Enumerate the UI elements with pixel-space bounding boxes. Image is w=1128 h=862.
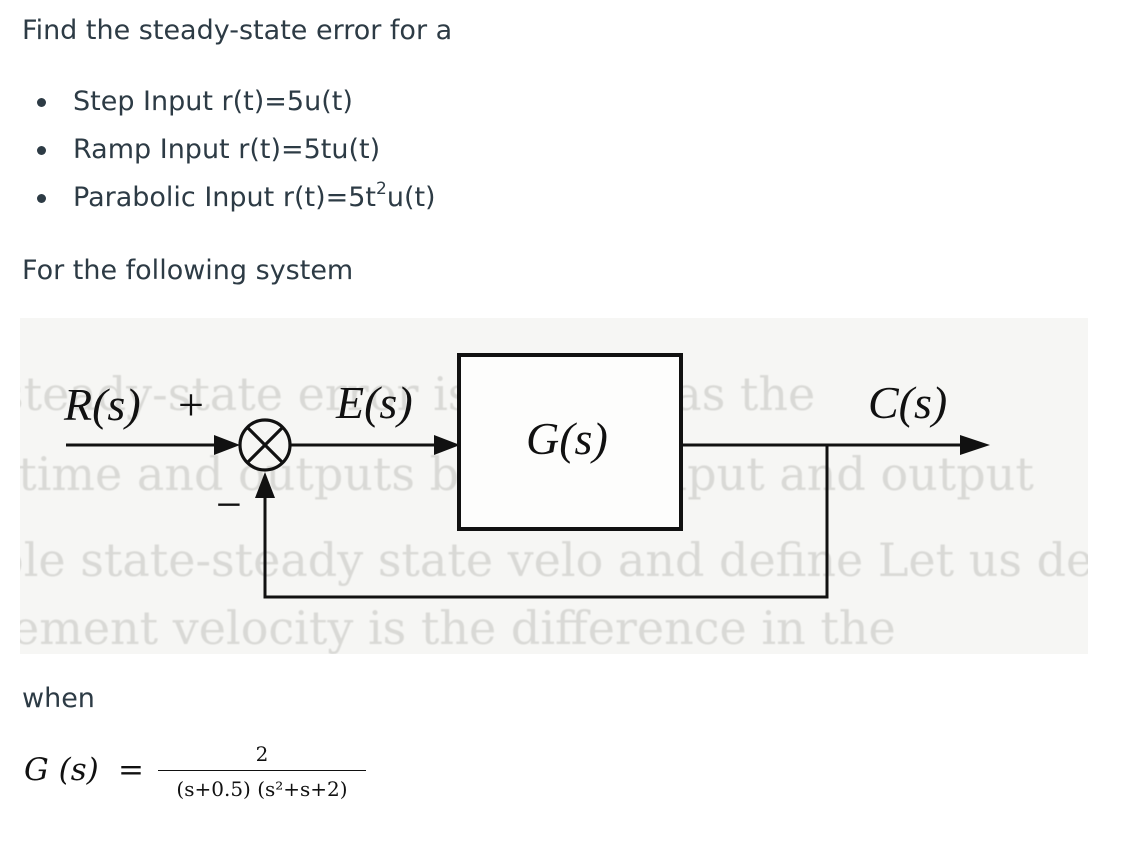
bullet-dot-icon — [37, 194, 46, 203]
input-signal-label: R(s) — [63, 379, 141, 430]
plus-sign: + — [178, 379, 204, 430]
equals-sign: = — [118, 752, 144, 788]
block-label: G(s) — [526, 413, 608, 464]
fraction-bar — [158, 770, 366, 771]
parabolic-input-label: Parabolic Input r(t)=5t2u(t) — [73, 179, 436, 214]
output-signal-label: C(s) — [868, 377, 947, 428]
step-input-label: Step Input r(t)=5u(t) — [73, 86, 353, 117]
feedback-arrow-icon — [255, 472, 275, 498]
equation-lhs: G (s) — [24, 752, 99, 788]
system-intro-text: For the following system — [22, 255, 354, 286]
fraction-denominator: (s+0.5) (s²+s+2) — [176, 777, 348, 801]
background-text-line: ole state-steady state velo and define L… — [20, 533, 1088, 587]
background-text-line: rement velocity is the difference in the — [20, 601, 896, 654]
block-diagram-svg: steady-state error is defined as the s t… — [20, 353, 1088, 654]
transfer-function-equation: G (s) = 2 (s+0.5) (s²+s+2) — [22, 740, 442, 820]
transfer-function-block — [457, 353, 683, 531]
minus-sign: − — [216, 479, 242, 530]
block-diagram: steady-state error is defined as the s t… — [20, 318, 1088, 654]
output-arrow-icon — [960, 435, 990, 455]
ramp-input-label: Ramp Input r(t)=5tu(t) — [73, 134, 381, 165]
feedback-path — [263, 445, 829, 599]
bullet-dot-icon — [37, 146, 46, 155]
error-arrow-icon — [434, 435, 460, 455]
intro-text: Find the steady-state error for a — [22, 15, 453, 46]
fraction-numerator: 2 — [255, 742, 269, 766]
when-text: when — [22, 683, 95, 714]
error-signal-label: E(s) — [335, 377, 413, 428]
bullet-dot-icon — [37, 98, 46, 107]
input-arrow-icon — [214, 435, 240, 455]
summing-junction-cross — [245, 425, 285, 465]
fraction: 2 (s+0.5) (s²+s+2) — [158, 740, 366, 803]
